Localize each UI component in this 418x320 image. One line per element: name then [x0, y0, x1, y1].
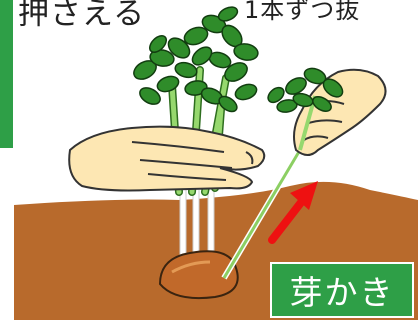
thinning-badge: 芽かき: [270, 262, 414, 318]
seed-potato: [158, 250, 239, 300]
red-arrow-icon: [268, 181, 318, 244]
caption-press: 押さえる: [18, 0, 146, 32]
pulled-shoot-leaves: [267, 67, 344, 151]
pulled-shoot-stem: [221, 148, 303, 280]
underground-stems: [180, 190, 214, 262]
caption-pull-one-by-one: 1本ずつ抜: [244, 0, 361, 24]
thinning-badge-label: 芽かき: [289, 273, 395, 312]
accent-bar: [0, 0, 13, 148]
left-hand: [68, 125, 266, 192]
right-hand: [293, 68, 387, 156]
main-plant-leaves: [133, 6, 259, 113]
